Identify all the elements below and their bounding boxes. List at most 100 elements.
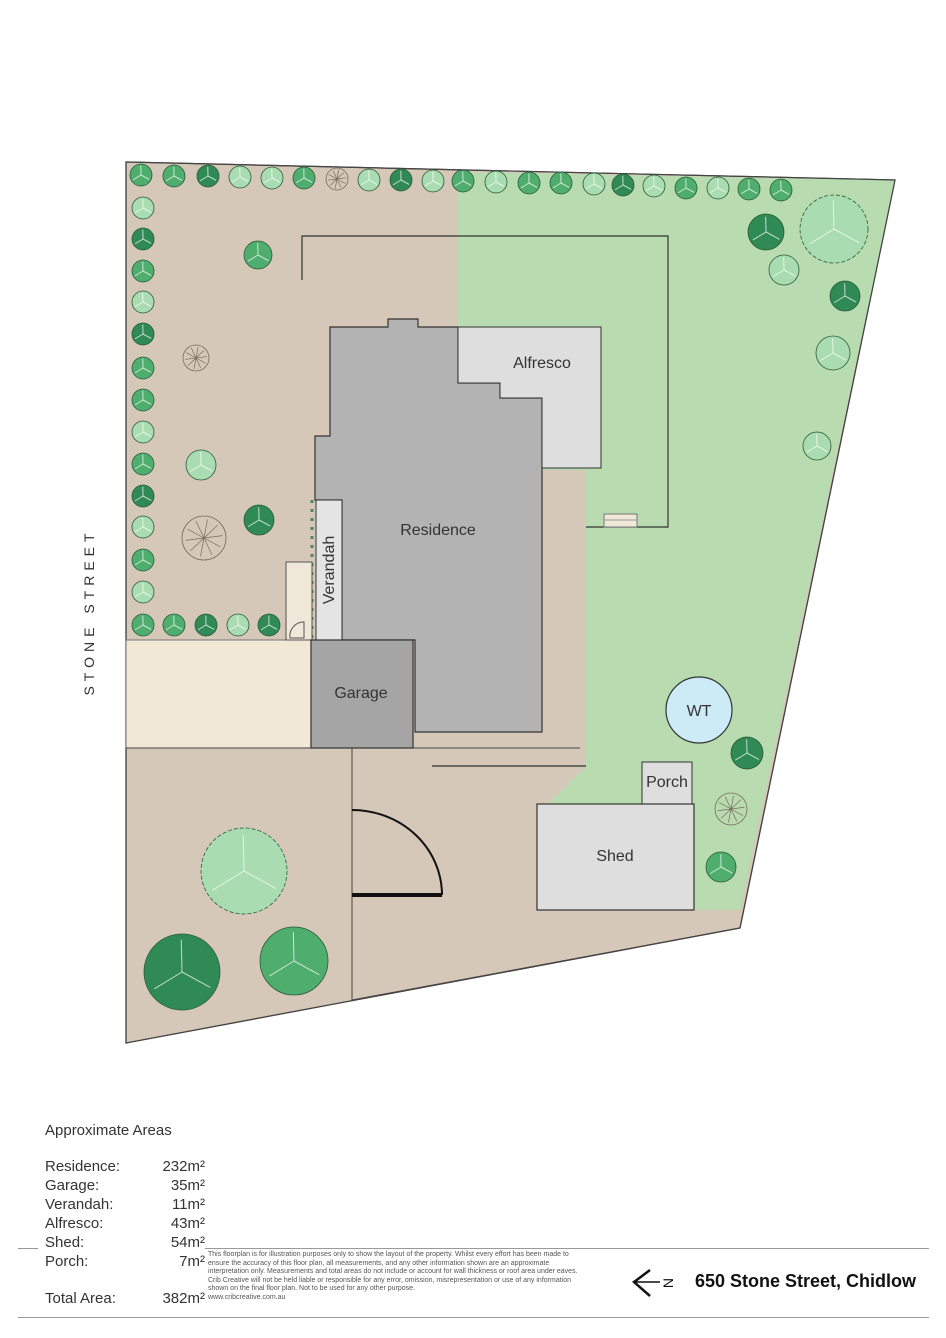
property-address: 650 Stone Street, Chidlow [695, 1271, 917, 1291]
area-row: Shed: 54m² [45, 1233, 205, 1252]
tree-icon [549, 171, 573, 195]
area-row: Garage: 35m² [45, 1176, 205, 1195]
tree-icon [194, 613, 218, 637]
tree-icon [129, 163, 153, 187]
tree-icon [131, 227, 155, 251]
yard-divider-sloped [351, 927, 741, 1001]
tree-icon [131, 196, 155, 220]
tree-icon [737, 177, 761, 201]
driveway [125, 639, 313, 749]
tree-icon [705, 851, 737, 883]
tree-icon [357, 168, 381, 192]
tree-icon [706, 176, 730, 200]
tree-icon [200, 827, 288, 915]
alfresco-label: Alfresco [513, 355, 571, 372]
verandah-label: Verandah [321, 536, 338, 605]
area-row: Verandah:11m² [45, 1195, 205, 1214]
tree-icon [226, 613, 250, 637]
area-row: Porch: 7m² [45, 1252, 205, 1271]
tree-icon [131, 259, 155, 283]
tree-icon [131, 613, 155, 637]
areas-table: Approximate Areas Residence: 232m² Garage… [45, 1122, 205, 1308]
tree-icon [228, 165, 252, 189]
tree-icon [131, 356, 155, 380]
tree-icon [517, 171, 541, 195]
entry-porch [285, 561, 313, 641]
area-name: Residence: [45, 1158, 121, 1175]
website: www.cribcreative.com.au [208, 1293, 286, 1301]
tree-icon [131, 388, 155, 412]
area-name: Garage: [45, 1177, 100, 1194]
tree-icon [325, 167, 349, 191]
garage-label: Garage [334, 685, 387, 702]
tree-icon [162, 613, 186, 637]
tree-icon [389, 168, 413, 192]
tree-icon [768, 254, 800, 286]
tree-icon [257, 613, 281, 637]
shed-building [536, 803, 695, 911]
total-area-name: Total Area: [45, 1290, 116, 1307]
disclaimer-text: This floorplan is for illustration purpo… [208, 1251, 578, 1293]
area-value: 7m² [179, 1253, 205, 1270]
alfresco-area [457, 326, 602, 469]
tree-icon [185, 449, 217, 481]
area-value: 54m² [170, 1234, 205, 1251]
tree-icon [815, 335, 851, 371]
wt-label: WT [687, 703, 712, 720]
tree-icon [802, 431, 832, 461]
tree-icon [292, 166, 316, 190]
tree-icon [730, 736, 764, 770]
water-tank [665, 676, 733, 744]
tree-icon [131, 322, 155, 346]
area-value: 11m² [171, 1196, 205, 1213]
footer-rule-bottom [18, 1317, 929, 1318]
tree-icon [162, 164, 186, 188]
tree-icon [131, 420, 155, 444]
street-label: STONE STREET [81, 528, 97, 696]
area-name: Alfresco: [45, 1215, 104, 1232]
tree-icon [131, 580, 155, 604]
tree-icon [181, 515, 227, 561]
porch-area [641, 761, 693, 805]
tree-icon [799, 194, 869, 264]
tree-icon [182, 344, 210, 372]
tree-icon [131, 548, 155, 572]
tree-icon [484, 170, 508, 194]
tree-icon [259, 926, 329, 996]
fence-line [301, 235, 669, 528]
tree-icon [421, 169, 445, 193]
area-value: 35m² [170, 1177, 205, 1194]
north-arrow-icon: N [632, 1269, 676, 1297]
area-value: 43m² [170, 1215, 205, 1232]
area-value: 232m² [162, 1158, 205, 1175]
garage-building [310, 639, 414, 749]
tree-icon [243, 504, 275, 536]
area-row: Residence: 232m² [45, 1157, 205, 1176]
entry-door-swing [289, 621, 305, 639]
tree-icon [260, 166, 284, 190]
north-letter: N [660, 1278, 676, 1288]
tree-icon [747, 213, 785, 251]
tree-icon [611, 173, 635, 197]
footer-rule-top [205, 1248, 929, 1249]
total-area-value: 382m² [162, 1290, 205, 1307]
area-name: Shed: [45, 1234, 85, 1251]
tree-icon [196, 164, 220, 188]
gate-swing [351, 809, 443, 896]
residence-label: Residence [400, 522, 476, 539]
tree-icon [582, 172, 606, 196]
tree-icon [451, 169, 475, 193]
tree-icon [143, 933, 221, 1011]
trees [129, 163, 869, 1011]
tree-icon [131, 484, 155, 508]
total-area-row: Total Area: 382m² [45, 1289, 205, 1308]
shed-label: Shed [596, 848, 633, 865]
areas-heading: Approximate Areas [45, 1122, 172, 1139]
tree-icon [769, 178, 793, 202]
footer-rule-left [18, 1248, 38, 1249]
tree-icon [829, 280, 861, 312]
tree-icon [243, 240, 273, 270]
area-name: Porch: [45, 1253, 89, 1270]
tree-icon [714, 792, 748, 826]
